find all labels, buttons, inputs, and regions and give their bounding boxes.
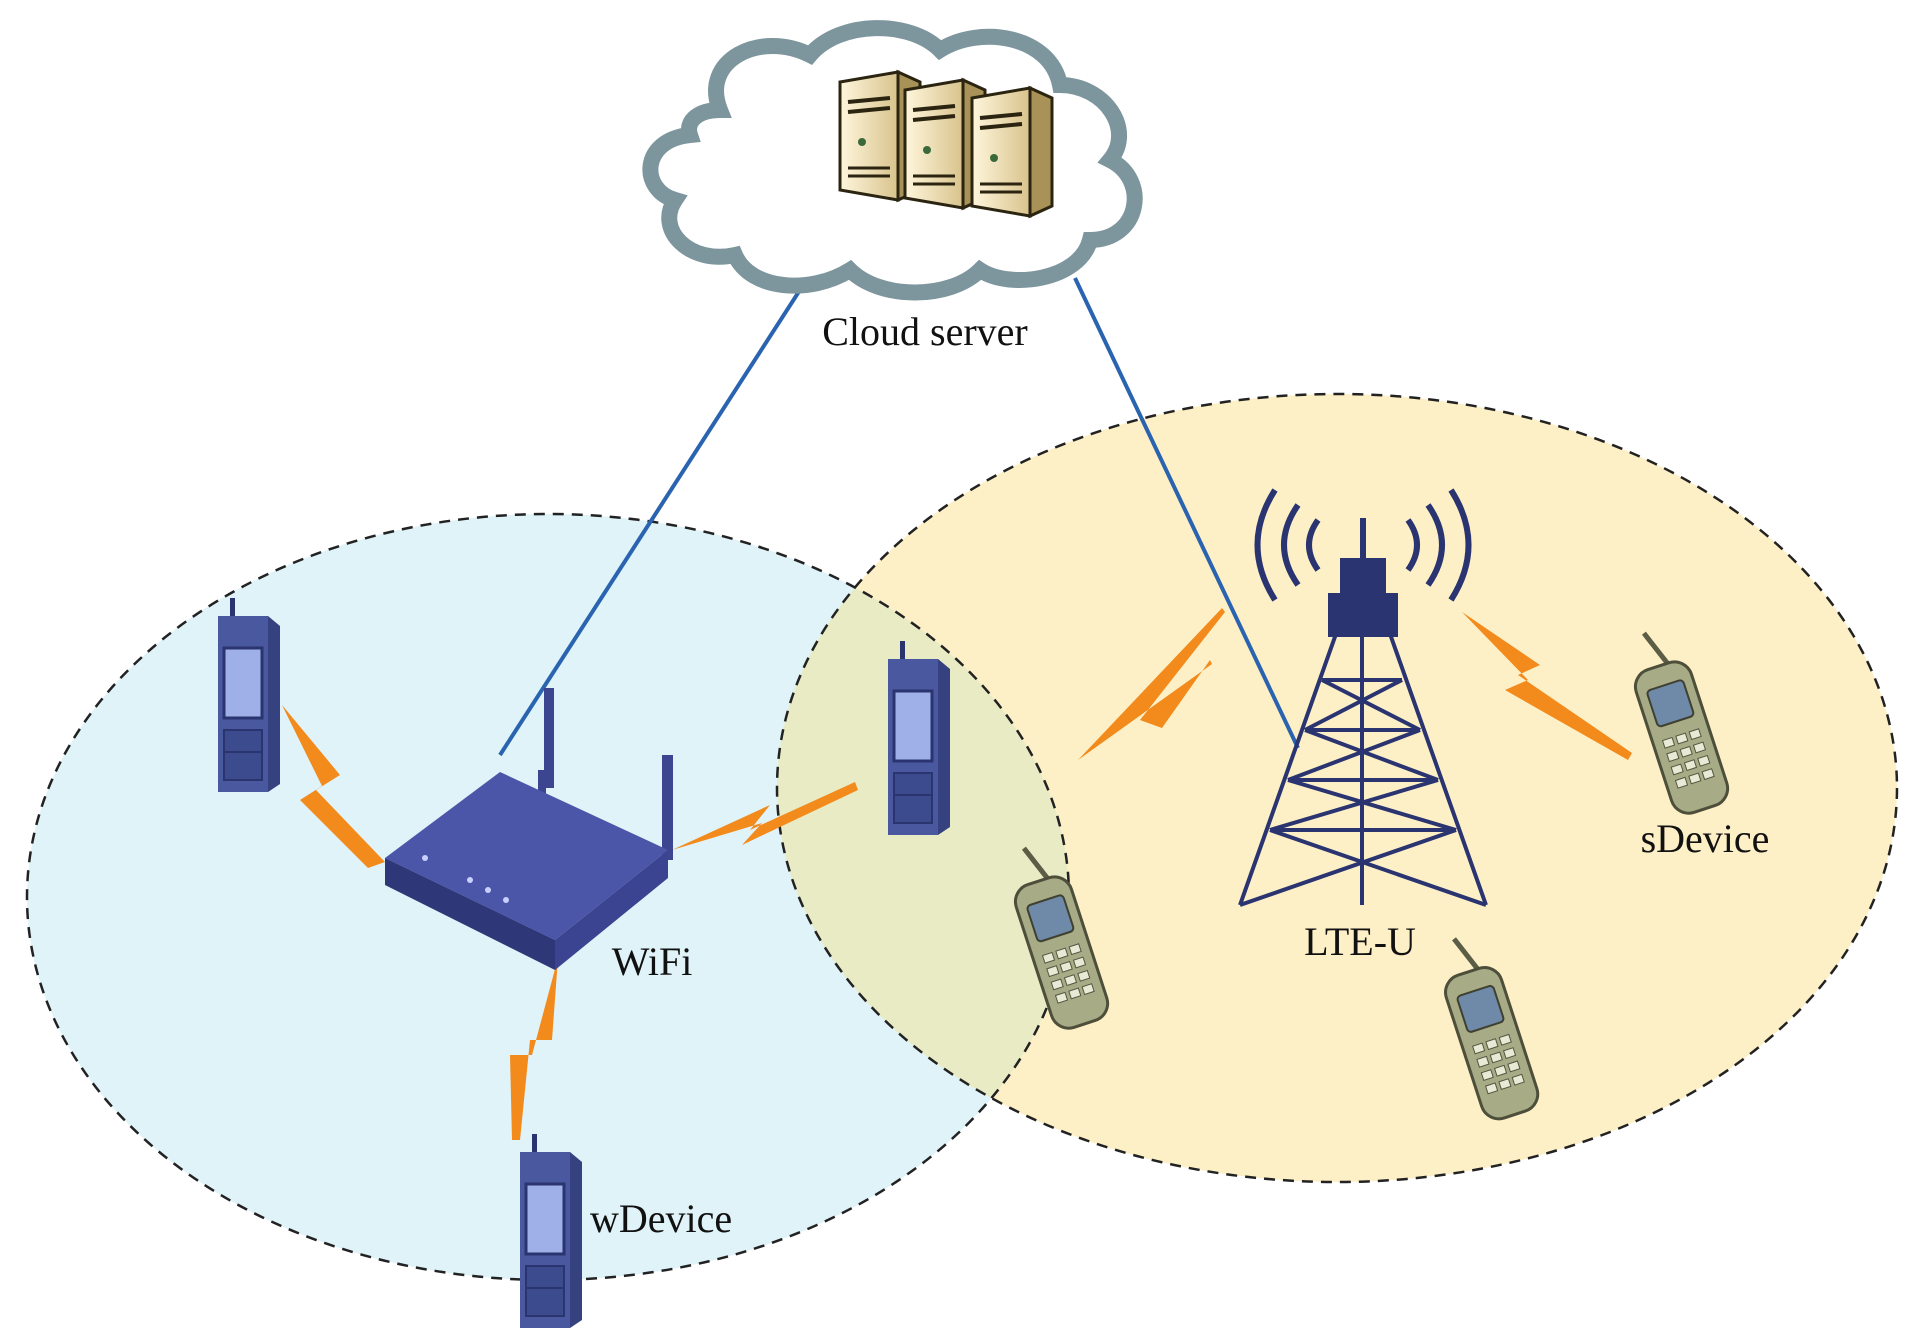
walkie-talkie-icon <box>886 639 952 837</box>
tower-icon <box>1238 488 1488 907</box>
wdevice-label: wDevice <box>590 1196 732 1241</box>
walkie-talkie-icon <box>216 596 282 794</box>
wifi-label: WiFi <box>612 939 693 984</box>
cloud-server-label: Cloud server <box>822 309 1028 354</box>
walkie-talkie-icon <box>518 1132 584 1330</box>
router-icon <box>385 688 673 970</box>
lightning-link-icon <box>282 608 1632 1140</box>
lte-coverage-border <box>775 392 1899 1184</box>
cloud-to-lte-line <box>1073 277 1300 749</box>
lte-u-label: LTE-U <box>1304 919 1416 964</box>
sdevice-label: sDevice <box>1641 816 1770 861</box>
server-icon <box>838 70 1054 218</box>
cloud-to-wifi-line <box>498 260 820 757</box>
